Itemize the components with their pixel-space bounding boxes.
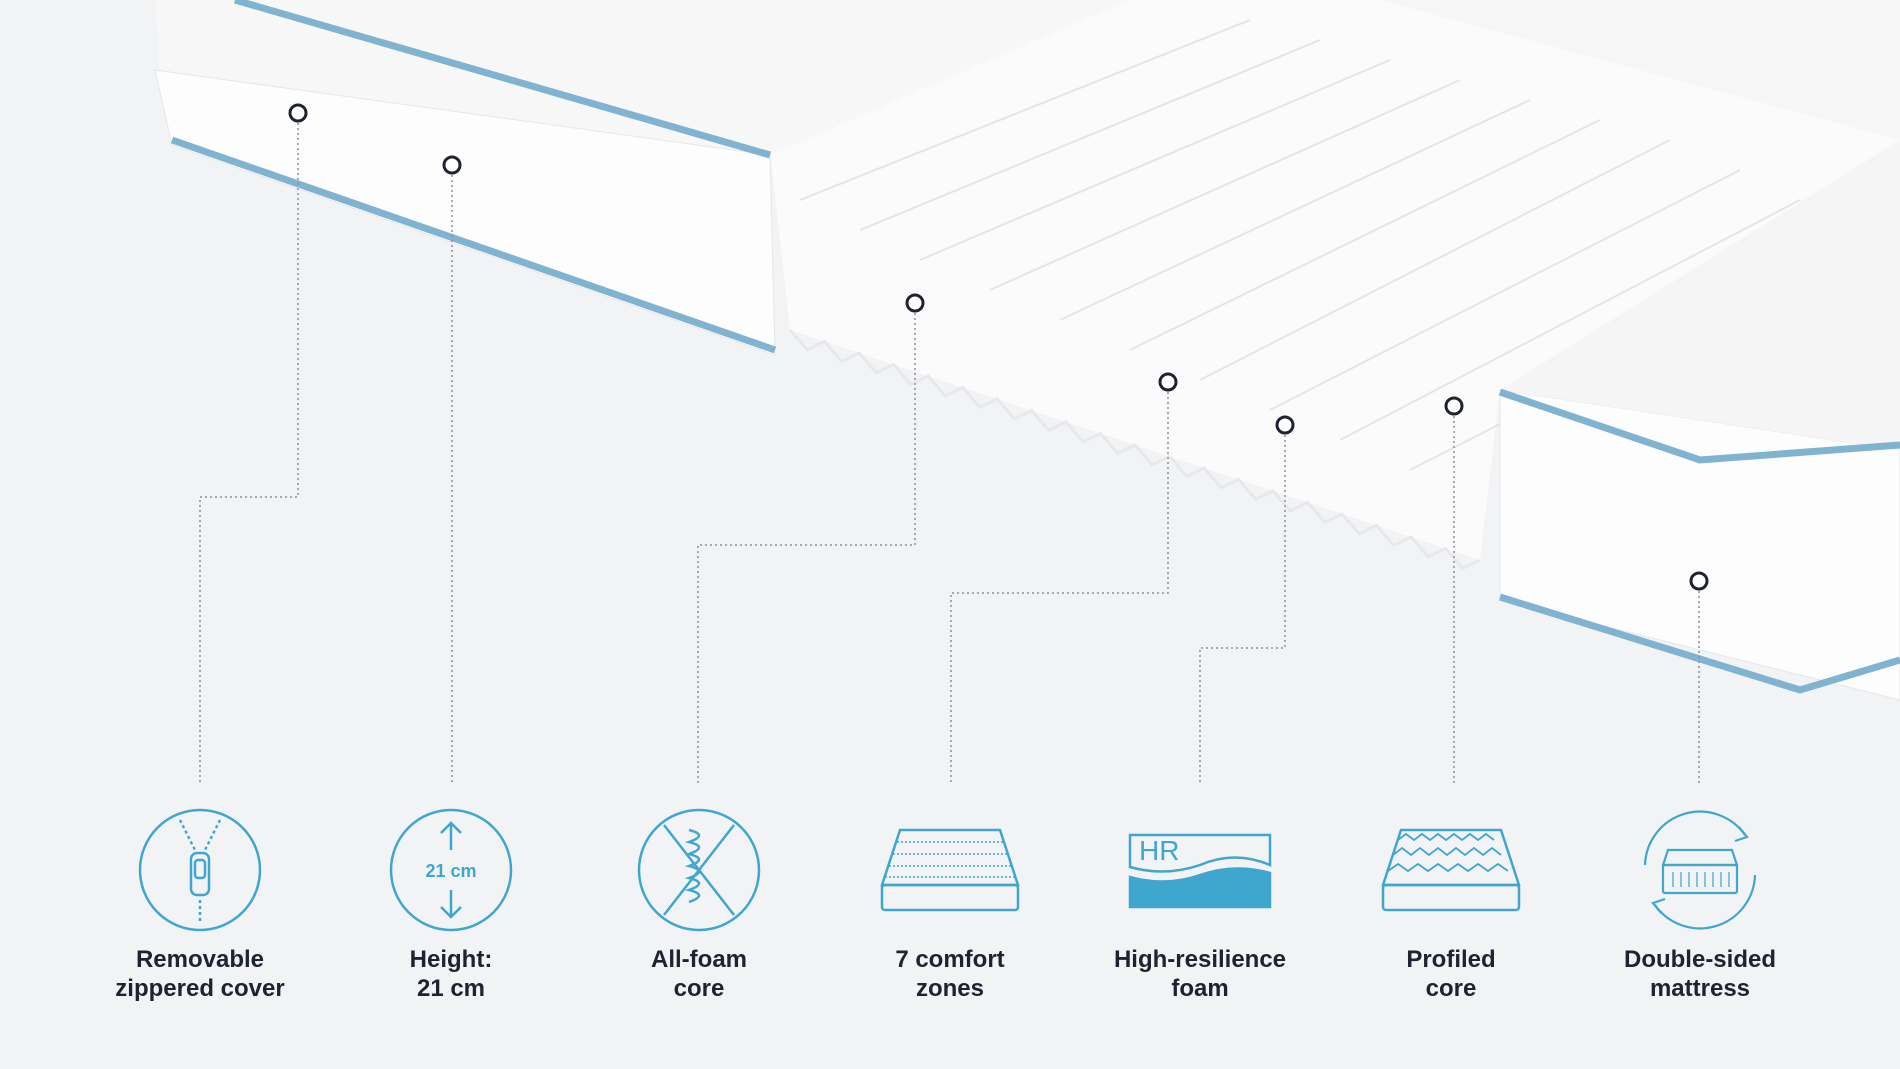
foam-profile-edge bbox=[788, 329, 1481, 571]
left-top-quilt bbox=[155, 0, 1130, 155]
foam-core bbox=[770, 0, 1900, 560]
hotspot-double-sided[interactable] bbox=[1689, 571, 1709, 591]
hotspot-core[interactable] bbox=[905, 293, 925, 313]
height-arrows-icon: 21 cm bbox=[389, 808, 513, 932]
profiled-core-icon bbox=[1381, 828, 1521, 912]
svg-text:21 cm: 21 cm bbox=[425, 861, 476, 881]
left-side-panel bbox=[154, 69, 776, 356]
feature-height: 21 cm Height:21 cm bbox=[341, 805, 561, 1003]
hotspot-hr-foam[interactable] bbox=[1275, 415, 1295, 435]
leader-lines bbox=[199, 113, 1700, 785]
folded-cover bbox=[1380, 0, 1900, 140]
hr-foam-icon: HR bbox=[1128, 833, 1272, 909]
hotspot-profiled[interactable] bbox=[1444, 396, 1464, 416]
hotspot-cover[interactable] bbox=[288, 103, 308, 123]
comfort-zones-icon bbox=[880, 828, 1020, 912]
foam-grooves bbox=[799, 19, 1861, 471]
hotspot-height[interactable] bbox=[442, 155, 462, 175]
zipper-icon bbox=[138, 808, 262, 932]
hotspots[interactable] bbox=[288, 103, 1709, 591]
right-side-panel bbox=[1499, 389, 1900, 701]
hotspot-zones[interactable] bbox=[1158, 372, 1178, 392]
flip-mattress-icon bbox=[1643, 810, 1757, 930]
svg-text:HR: HR bbox=[1139, 835, 1179, 866]
no-springs-icon bbox=[637, 808, 761, 932]
